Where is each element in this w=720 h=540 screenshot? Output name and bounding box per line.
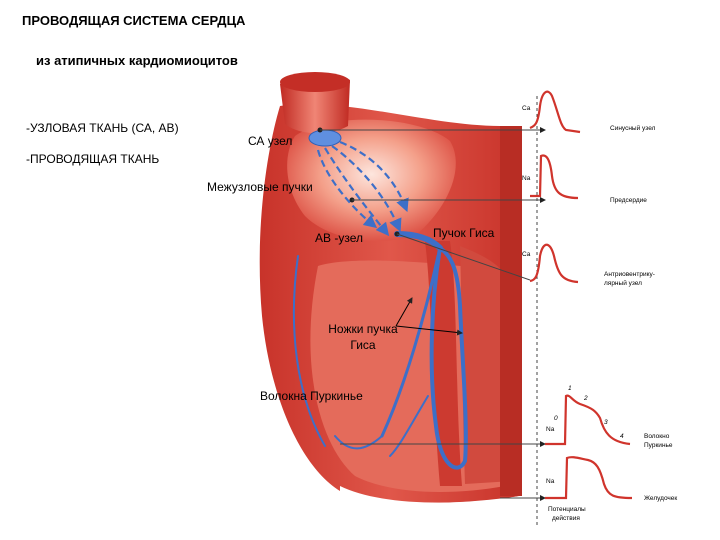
ap-ion-label: Ca	[522, 105, 531, 112]
bottom-caption-1: Потенциалы	[548, 506, 586, 513]
phase-0: 0	[554, 415, 558, 422]
ap-ion-label: Na	[546, 426, 555, 433]
heart-conduction-figure: Ca Na Ca Na Na 0 1 2 3 4 Синусный узел П…	[200, 66, 700, 525]
ap-region-labels: Синусный узел Предсердие Антриовентрику-…	[548, 124, 677, 522]
ap-phase-numbers: 0 1 2 3 4	[554, 385, 624, 440]
internodal-pathways	[316, 140, 409, 237]
heart-illustration: Ca Na Ca Na Na 0 1 2 3 4 Синусный узел П…	[259, 72, 677, 525]
ap-ion-label: Na	[546, 478, 555, 485]
ap-label-atrium: Предсердие	[610, 197, 647, 204]
ap-label-ventricle: Желудочек	[644, 495, 677, 502]
ap-label-purkinje-1: Волокно	[644, 433, 670, 440]
phase-1: 1	[568, 385, 572, 392]
ap-label-purkinje-2: Пуркинье	[644, 442, 673, 449]
ap-label-sinus-node: Синусный узел	[610, 124, 656, 132]
ap-sinus-node-curve	[529, 90, 581, 134]
list-item-conduction-tissue: -ПРОВОДЯЩАЯ ТКАНЬ	[26, 152, 160, 166]
ap-av-node-curve	[529, 243, 579, 284]
bottom-caption-2: действия	[552, 514, 580, 522]
pointer-lines	[320, 96, 546, 525]
ap-curves	[529, 90, 633, 500]
list-item-nodal-tissue: -УЗЛОВАЯ ТКАНЬ (СА, АВ)	[26, 121, 179, 135]
label-av-node: АВ -узел	[315, 231, 363, 245]
ap-ion-label: Ca	[522, 251, 531, 258]
callout-lines	[395, 297, 463, 336]
ap-label-av-node-1: Антриовентрику-	[604, 271, 655, 278]
sa-node-shape	[308, 129, 342, 147]
phase-2: 2	[583, 395, 588, 402]
heart-body	[259, 72, 522, 524]
label-purkinje-fibers: Волокна Пуркинье	[260, 389, 363, 403]
ap-ventricle-curve	[545, 456, 633, 500]
label-sa-node: СА узел	[248, 134, 293, 148]
label-internodal-bundles: Межузловые пучки	[207, 180, 313, 194]
ap-label-av-node-2: лярный узел	[604, 279, 642, 287]
phase-3: 3	[604, 419, 608, 426]
page-subtitle: из атипичных кардиомиоцитов	[36, 53, 238, 68]
ap-purkinje-curve	[545, 394, 631, 446]
label-his-legs: Ножки пучка Гиса	[328, 322, 398, 352]
label-his-bundle: Пучок Гиса	[433, 226, 495, 240]
ap-ion-labels: Ca Na Ca Na Na	[522, 105, 555, 485]
phase-4: 4	[620, 433, 624, 440]
page-title: ПРОВОДЯЩАЯ СИСТЕМА СЕРДЦА	[22, 13, 246, 28]
ap-atrium-curve	[530, 154, 579, 200]
his-purkinje-system	[292, 231, 468, 470]
ap-ion-label: Na	[522, 175, 531, 182]
